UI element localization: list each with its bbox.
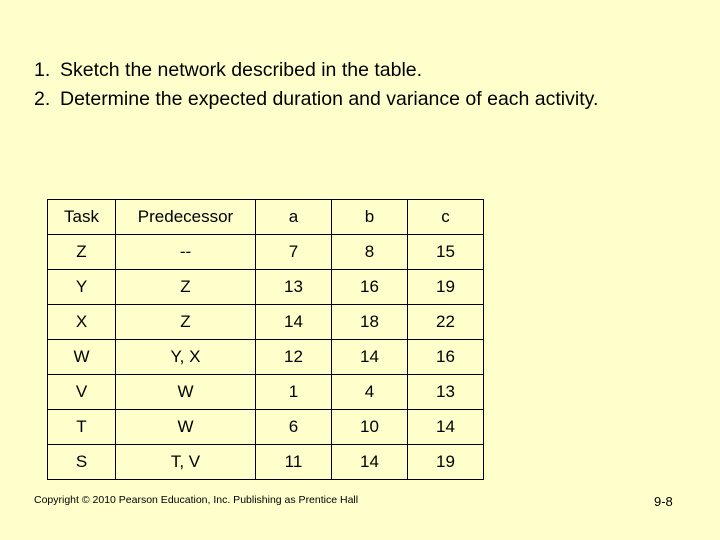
cell-b: 14 xyxy=(331,339,408,375)
table-row: X Z 14 18 22 xyxy=(47,304,484,340)
cell-task: S xyxy=(47,444,116,480)
page-number: 9-8 xyxy=(654,494,673,509)
table-row: Z -- 7 8 15 xyxy=(47,234,484,270)
cell-predecessor: Z xyxy=(115,269,256,305)
table-row: S T, V 11 14 19 xyxy=(47,444,484,480)
cell-b: 16 xyxy=(331,269,408,305)
cell-task: T xyxy=(47,409,116,445)
cell-b: 8 xyxy=(331,234,408,270)
cell-task: W xyxy=(47,339,116,375)
cell-a: 6 xyxy=(255,409,332,445)
cell-c: 19 xyxy=(407,269,484,305)
activity-table: Task Predecessor a b c Z -- 7 8 15 Y Z 1… xyxy=(47,199,484,480)
list-item-number: 2. xyxy=(34,88,51,110)
cell-c: 22 xyxy=(407,304,484,340)
cell-task: Z xyxy=(47,234,116,270)
cell-predecessor: W xyxy=(115,374,256,410)
cell-predecessor: Z xyxy=(115,304,256,340)
column-header-task: Task xyxy=(47,199,116,235)
cell-b: 10 xyxy=(331,409,408,445)
cell-c: 15 xyxy=(407,234,484,270)
column-header-c: c xyxy=(407,199,484,235)
cell-predecessor: W xyxy=(115,409,256,445)
cell-predecessor: T, V xyxy=(115,444,256,480)
cell-c: 16 xyxy=(407,339,484,375)
cell-a: 12 xyxy=(255,339,332,375)
cell-predecessor: -- xyxy=(115,234,256,270)
cell-task: V xyxy=(47,374,116,410)
list-item-text: Determine the expected duration and vari… xyxy=(60,88,599,110)
cell-b: 18 xyxy=(331,304,408,340)
cell-c: 13 xyxy=(407,374,484,410)
instruction-list: 1. Sketch the network described in the t… xyxy=(34,57,684,115)
list-item: 1. Sketch the network described in the t… xyxy=(34,57,684,84)
cell-c: 14 xyxy=(407,409,484,445)
table-row: Y Z 13 16 19 xyxy=(47,269,484,305)
column-header-a: a xyxy=(255,199,332,235)
table-row: T W 6 10 14 xyxy=(47,409,484,445)
list-item-text: Sketch the network described in the tabl… xyxy=(60,59,423,81)
table-header-row: Task Predecessor a b c xyxy=(47,199,484,235)
cell-b: 14 xyxy=(331,444,408,480)
cell-a: 1 xyxy=(255,374,332,410)
cell-predecessor: Y, X xyxy=(115,339,256,375)
list-item-number: 1. xyxy=(34,59,51,81)
cell-a: 7 xyxy=(255,234,332,270)
cell-a: 14 xyxy=(255,304,332,340)
cell-task: Y xyxy=(47,269,116,305)
cell-b: 4 xyxy=(331,374,408,410)
cell-c: 19 xyxy=(407,444,484,480)
cell-a: 11 xyxy=(255,444,332,480)
table-row: V W 1 4 13 xyxy=(47,374,484,410)
cell-task: X xyxy=(47,304,116,340)
table-row: W Y, X 12 14 16 xyxy=(47,339,484,375)
list-item: 2. Determine the expected duration and v… xyxy=(34,86,684,113)
column-header-predecessor: Predecessor xyxy=(115,199,256,235)
copyright-notice: Copyright © 2010 Pearson Education, Inc.… xyxy=(34,494,359,506)
cell-a: 13 xyxy=(255,269,332,305)
column-header-b: b xyxy=(331,199,408,235)
